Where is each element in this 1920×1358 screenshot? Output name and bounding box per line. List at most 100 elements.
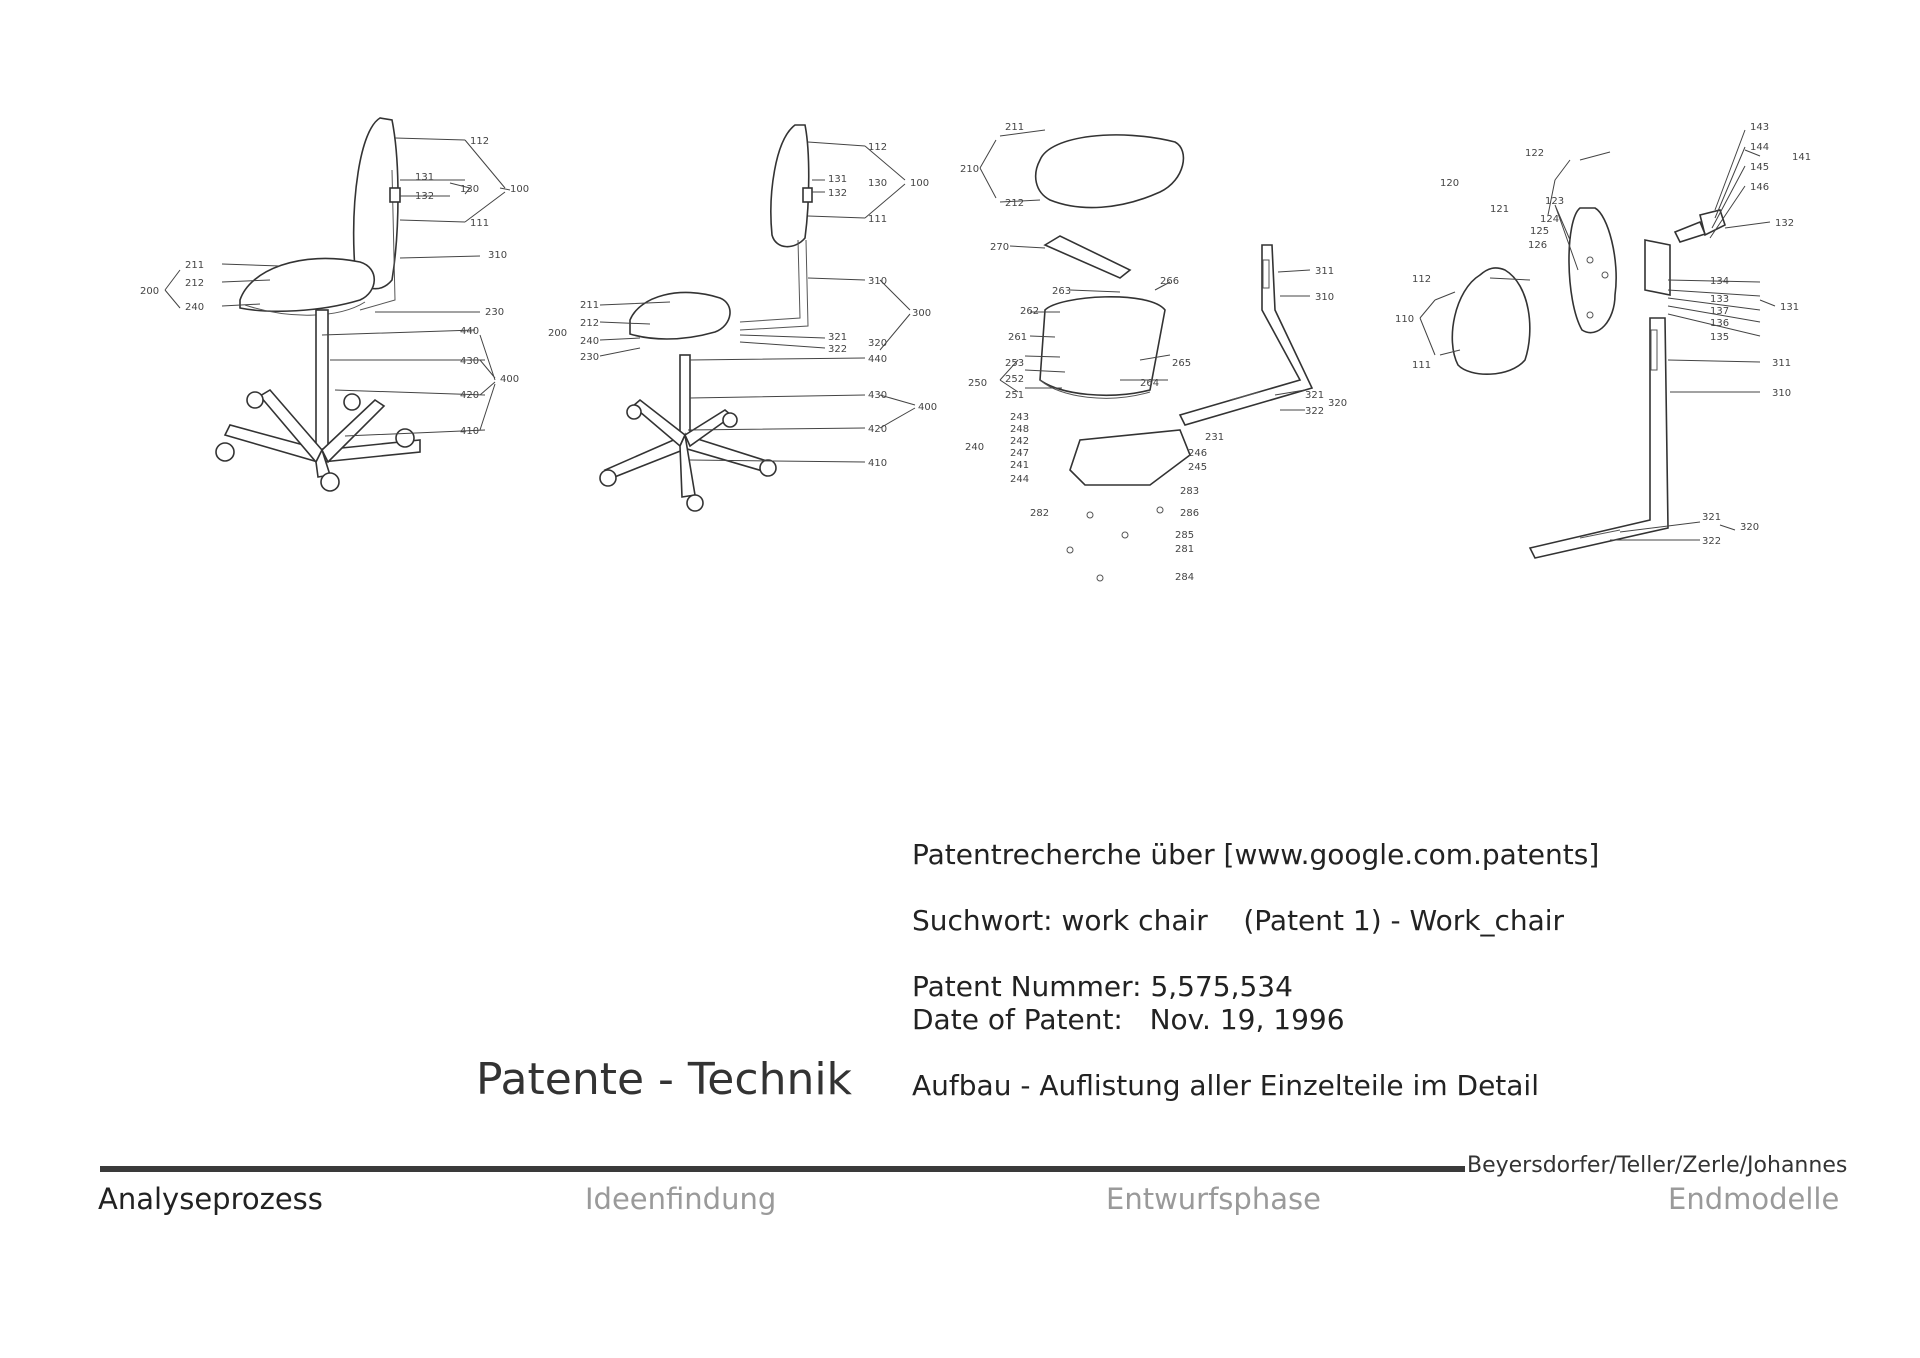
fig3-label: 263	[1052, 286, 1071, 297]
fig1-label: 131	[415, 172, 434, 183]
info-search-term: Suchwort: work chair (Patent 1) - Work_c…	[912, 904, 1565, 937]
info-structure: Aufbau - Auflistung aller Einzelteile im…	[912, 1069, 1539, 1102]
info-source: Patentrecherche über [www.google.com.pat…	[912, 838, 1600, 871]
fig2-label: 132	[828, 188, 847, 199]
page-title: Patente - Technik	[476, 1054, 853, 1105]
fig1-label: 400	[500, 374, 519, 385]
fig3-label: 243	[1010, 412, 1029, 423]
fig2-label: 131	[828, 174, 847, 185]
fig4-label: 123	[1545, 196, 1564, 207]
fig4-label: 141	[1792, 152, 1811, 163]
nav-endmodelle[interactable]: Endmodelle	[1668, 1182, 1840, 1216]
fig2-label: 200	[548, 328, 567, 339]
fig2-label: 430	[868, 390, 887, 401]
fig4-label: 136	[1710, 318, 1729, 329]
fig3-label: 231	[1205, 432, 1224, 443]
fig2-label: 320	[868, 338, 887, 349]
authors: Beyersdorfer/Teller/Zerle/Johannes	[1467, 1153, 1848, 1178]
fig4-label: 131	[1780, 302, 1799, 313]
fig3-label: 261	[1008, 332, 1027, 343]
fig1-label: 111	[470, 218, 489, 229]
fig3-label: 253	[1005, 358, 1024, 369]
fig3-label: 320	[1328, 398, 1347, 409]
info-patent-date: Date of Patent: Nov. 19, 1996	[912, 1003, 1345, 1036]
fig3-label: 286	[1180, 508, 1199, 519]
fig1-label: 100	[510, 184, 529, 195]
fig4-label: 322	[1702, 536, 1721, 547]
fig4-label: 133	[1710, 294, 1729, 305]
fig3-label: 241	[1010, 460, 1029, 471]
fig3-label: 311	[1315, 266, 1334, 277]
fig2-label: 112	[868, 142, 887, 153]
fig4-label: 134	[1710, 276, 1729, 287]
fig4-label: 143	[1750, 122, 1769, 133]
fig4-label: 125	[1530, 226, 1549, 237]
fig1-label: 410	[460, 426, 479, 437]
nav-analyseprozess[interactable]: Analyseprozess	[98, 1182, 323, 1216]
patent-drawings: 112 131 132 130 100 111 310 211 212 200 …	[0, 0, 1920, 640]
fig1-label: 240	[185, 302, 204, 313]
fig3-label: 262	[1020, 306, 1039, 317]
fig4-label: 122	[1525, 148, 1544, 159]
fig3-label: 211	[1005, 122, 1024, 133]
fig1-label: 132	[415, 191, 434, 202]
fig4-label: 144	[1750, 142, 1769, 153]
fig1-label: 420	[460, 390, 479, 401]
fig3-label: 281	[1175, 544, 1194, 555]
fig3-label: 244	[1010, 474, 1029, 485]
figure-4-backrest-parts: 143 144 145 146 141 122 120 123 121 124 …	[1395, 122, 1811, 559]
fig3-label: 251	[1005, 390, 1024, 401]
fig1-label: 212	[185, 278, 204, 289]
fig3-label: 310	[1315, 292, 1334, 303]
fig3-label: 321	[1305, 390, 1324, 401]
fig4-label: 110	[1395, 314, 1414, 325]
fig2-label: 321	[828, 332, 847, 343]
info-patent-number: Patent Nummer: 5,575,534	[912, 970, 1293, 1003]
spacer	[912, 871, 1599, 904]
figure-2-exploded-chair: 112 131 132 130 100 111 310 300 211 212 …	[548, 124, 937, 512]
fig3-label: 283	[1180, 486, 1199, 497]
fig4-label: 310	[1772, 388, 1791, 399]
fig2-label: 211	[580, 300, 599, 311]
spacer	[912, 1036, 1599, 1069]
fig1-label: 211	[185, 260, 204, 271]
fig2-label: 230	[580, 352, 599, 363]
figure-1-assembled-chair: 112 131 132 130 100 111 310 211 212 200 …	[140, 117, 529, 492]
fig1-label: 112	[470, 136, 489, 147]
fig2-label: 310	[868, 276, 887, 287]
nav-ideenfindung[interactable]: Ideenfindung	[585, 1182, 777, 1216]
fig3-label: 242	[1010, 436, 1029, 447]
fig4-label: 120	[1440, 178, 1459, 189]
fig4-label: 145	[1750, 162, 1769, 173]
fig3-label: 252	[1005, 374, 1024, 385]
fig4-label: 137	[1710, 306, 1729, 317]
fig2-label: 440	[868, 354, 887, 365]
fig3-label: 282	[1030, 508, 1049, 519]
fig4-label: 124	[1540, 214, 1559, 225]
patent-drawings-svg: 112 131 132 130 100 111 310 211 212 200 …	[140, 117, 1811, 583]
fig2-label: 322	[828, 344, 847, 355]
fig2-label: 130	[868, 178, 887, 189]
fig3-label: 264	[1140, 378, 1159, 389]
fig3-label: 265	[1172, 358, 1191, 369]
fig4-label: 311	[1772, 358, 1791, 369]
fig4-label: 112	[1412, 274, 1431, 285]
fig1-label: 200	[140, 286, 159, 297]
fig3-label: 248	[1010, 424, 1029, 435]
fig1-label: 130	[460, 184, 479, 195]
fig4-label: 121	[1490, 204, 1509, 215]
fig3-label: 250	[968, 378, 987, 389]
fig1-label: 310	[488, 250, 507, 261]
fig4-label: 132	[1775, 218, 1794, 229]
fig2-label: 410	[868, 458, 887, 469]
fig3-label: 322	[1305, 406, 1324, 417]
fig4-label: 146	[1750, 182, 1769, 193]
fig4-label: 321	[1702, 512, 1721, 523]
fig3-label: 285	[1175, 530, 1194, 541]
fig3-label: 246	[1188, 448, 1207, 459]
spacer	[912, 937, 1599, 970]
nav-entwurfsphase[interactable]: Entwurfsphase	[1106, 1182, 1321, 1216]
fig1-label: 440	[460, 326, 479, 337]
fig2-label: 400	[918, 402, 937, 413]
fig1-label: 230	[485, 307, 504, 318]
